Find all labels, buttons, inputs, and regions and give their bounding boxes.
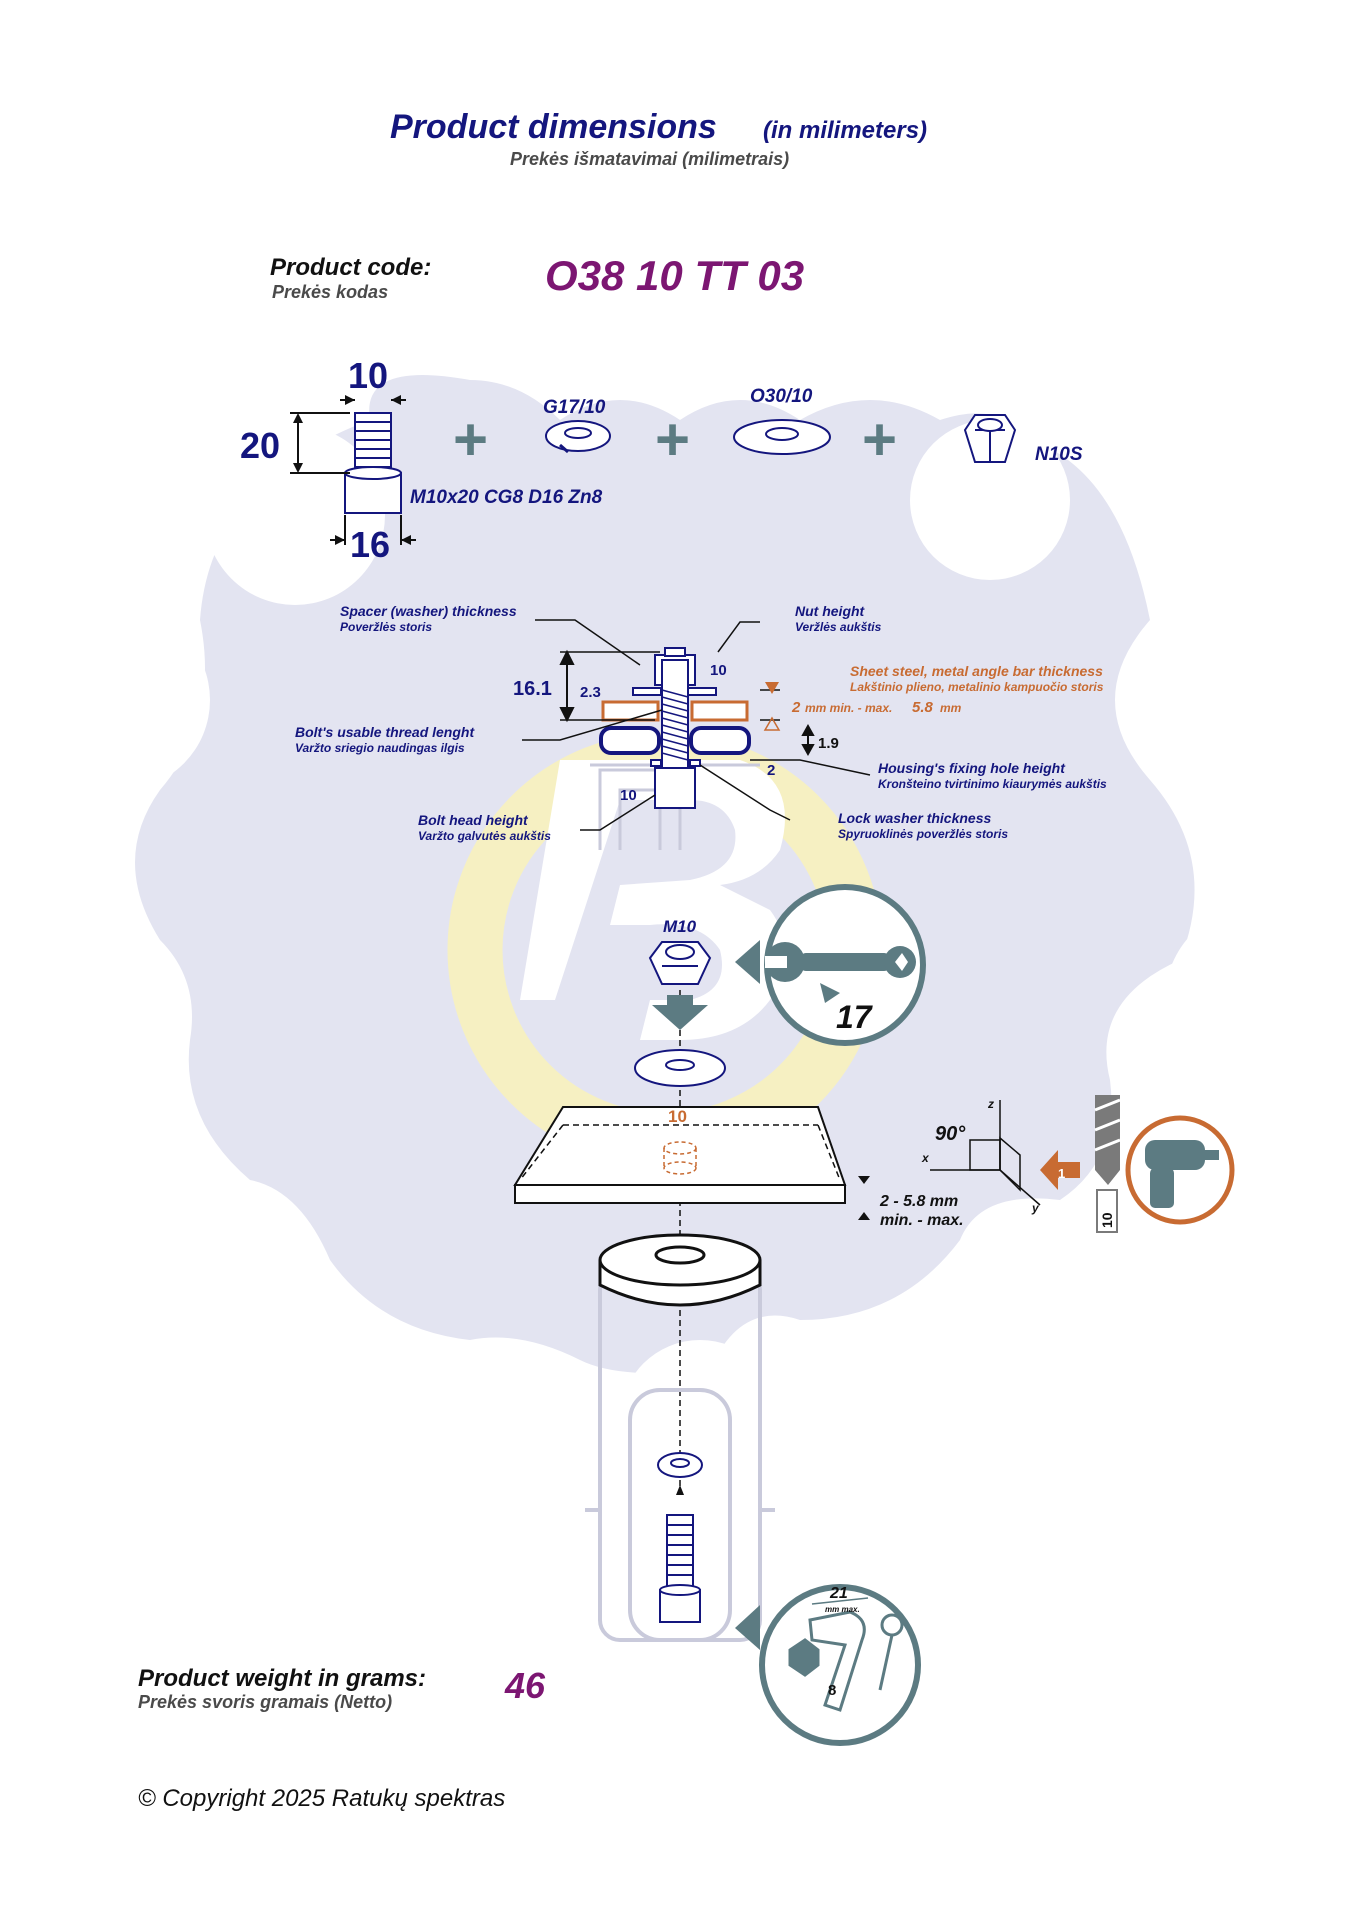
sheet-min: 2: [791, 699, 801, 716]
assembly-dim-arrows: [559, 649, 815, 757]
axis-x-label: x: [921, 1151, 930, 1165]
hex-key-direction-arrow: [735, 1605, 760, 1650]
flat-washer-icon: [733, 419, 831, 455]
wrench-icon: [765, 942, 916, 982]
spacer-label: Spacer (washer) thickness: [340, 603, 517, 619]
dim-lock: 2: [767, 762, 775, 779]
angle-label: 90°: [935, 1123, 966, 1145]
spacer-label-lt: Poveržlės storis: [340, 620, 432, 634]
down-arrow-icon: [652, 995, 708, 1030]
sheet-max: 5.8: [912, 699, 934, 716]
assembly-section: [599, 647, 751, 809]
plate-minmax: min. - max.: [880, 1212, 964, 1229]
metal-plate: [513, 1106, 847, 1204]
wrench-direction-arrow: [735, 940, 760, 984]
sheet-label-lt: Lakštinio plieno, metalinio kampuočio st…: [850, 680, 1104, 694]
assembly-leader-lines: [522, 619, 871, 831]
install-nut-icon: [648, 941, 712, 985]
lockwasher-label-lt: Spyruoklinės poveržlės storis: [838, 827, 1008, 841]
lock-washer-label: G17/10: [543, 397, 606, 418]
axis-y-label: y: [1031, 1201, 1040, 1215]
bolt-width-dim: 10: [348, 355, 388, 396]
nut-height-label: Nut height: [795, 603, 866, 619]
bolt-length-dim: 20: [240, 425, 280, 466]
step-arrow-icon: [1040, 1150, 1080, 1190]
drill-bit-icon: [1094, 1095, 1121, 1233]
dim-head: 10: [620, 787, 637, 804]
dim-thread: 16.1: [513, 678, 552, 700]
flat-washer-label: O30/10: [750, 386, 813, 407]
dim-spacer: 2.3: [580, 684, 601, 701]
nut-icon: [963, 414, 1017, 463]
weight-label-lt: Prekės svoris gramais (Netto): [138, 1692, 392, 1712]
sheet-thickness-marker: [763, 716, 781, 731]
dim-housing: 1.9: [818, 735, 839, 752]
bolt-spec: M10x20 CG8 D16 Zn8: [410, 487, 603, 508]
weight-value: 46: [504, 1665, 546, 1706]
thread-label: Bolt's usable thread lenght: [295, 724, 475, 740]
lockwasher-label: Lock washer thickness: [838, 810, 992, 826]
head-label: Bolt head height: [418, 812, 529, 828]
page-title: Product dimensions: [390, 108, 717, 146]
sheet-minmax-text: mm min. - max.: [805, 701, 892, 715]
sheet-label: Sheet steel, metal angle bar thickness: [850, 663, 1103, 679]
power-drill-icon: [1145, 1140, 1219, 1208]
hex-key-dim-line: [811, 1597, 869, 1605]
gear-scallops: [0, 420, 1350, 1500]
sheet-max-unit: mm: [940, 701, 962, 715]
copyright: © Copyright 2025 Ratukų spektras: [138, 1785, 505, 1812]
weight-label: Product weight in grams:: [138, 1665, 426, 1692]
wrench-size: 17: [836, 999, 874, 1035]
plate-thickness-arrows: [858, 1176, 870, 1220]
housing-label-lt: Kronšteino tvirtinimo kiaurymės aukštis: [878, 777, 1107, 791]
bolt-dimension-arrows: [293, 395, 411, 545]
product-code-value: O38 10 TT 03: [545, 252, 804, 299]
page-subtitle: Prekės išmatavimai (milimetrais): [510, 149, 789, 169]
bolt-head-dim: 16: [350, 524, 390, 565]
background-gear-shape: [135, 375, 1195, 1374]
thread-label-lt: Varžto sriegio naudingas ilgis: [295, 741, 465, 755]
housing-label: Housing's fixing hole height: [878, 760, 1066, 776]
drill-size: 10: [1099, 1212, 1115, 1228]
hex-size: 8: [828, 1682, 836, 1699]
lock-washer-icon: [545, 420, 611, 454]
hex-key-icon: [788, 1610, 904, 1712]
hex-max-label: mm max.: [825, 1605, 860, 1614]
head-label-lt: Varžto galvutės aukštis: [418, 829, 551, 843]
product-code-label: Product code:: [270, 254, 431, 281]
page-title-unit: (in milimeters): [763, 117, 927, 144]
plate-hole-size: 10: [668, 1107, 687, 1126]
plate-hidden-lines: [519, 1124, 841, 1181]
big-washer-icon: [598, 1233, 762, 1307]
dim-nut: 10: [710, 662, 727, 679]
bolt-thread-lines: [661, 689, 689, 761]
nut-height-label-lt: Veržlės aukštis: [795, 620, 882, 634]
plus-icon: +: [655, 406, 690, 473]
plate-thickness: 2 - 5.8 mm: [879, 1193, 958, 1210]
axis-sketch: [930, 1100, 1041, 1206]
nut-label: N10S: [1035, 444, 1083, 465]
axis-z-label: z: [987, 1097, 994, 1111]
up-arrow-icon: [676, 1485, 684, 1495]
wrench-size-pointer: [820, 983, 840, 1003]
plus-icon: +: [453, 406, 488, 473]
bottom-lock-washer-icon: [657, 1452, 703, 1478]
plate-hole: [663, 1141, 697, 1175]
product-code-label-lt: Prekės kodas: [272, 282, 388, 302]
bottom-bolt-icon: [659, 1514, 701, 1623]
step-number: 1: [1058, 1166, 1065, 1181]
plus-icon: +: [862, 406, 897, 473]
sheet-thickness-marker: [765, 682, 779, 694]
bolt-drawing: [344, 412, 402, 514]
install-nut-label: M10: [663, 917, 697, 936]
install-washer-icon: [634, 1049, 726, 1087]
hex-max: 21: [829, 1585, 848, 1602]
